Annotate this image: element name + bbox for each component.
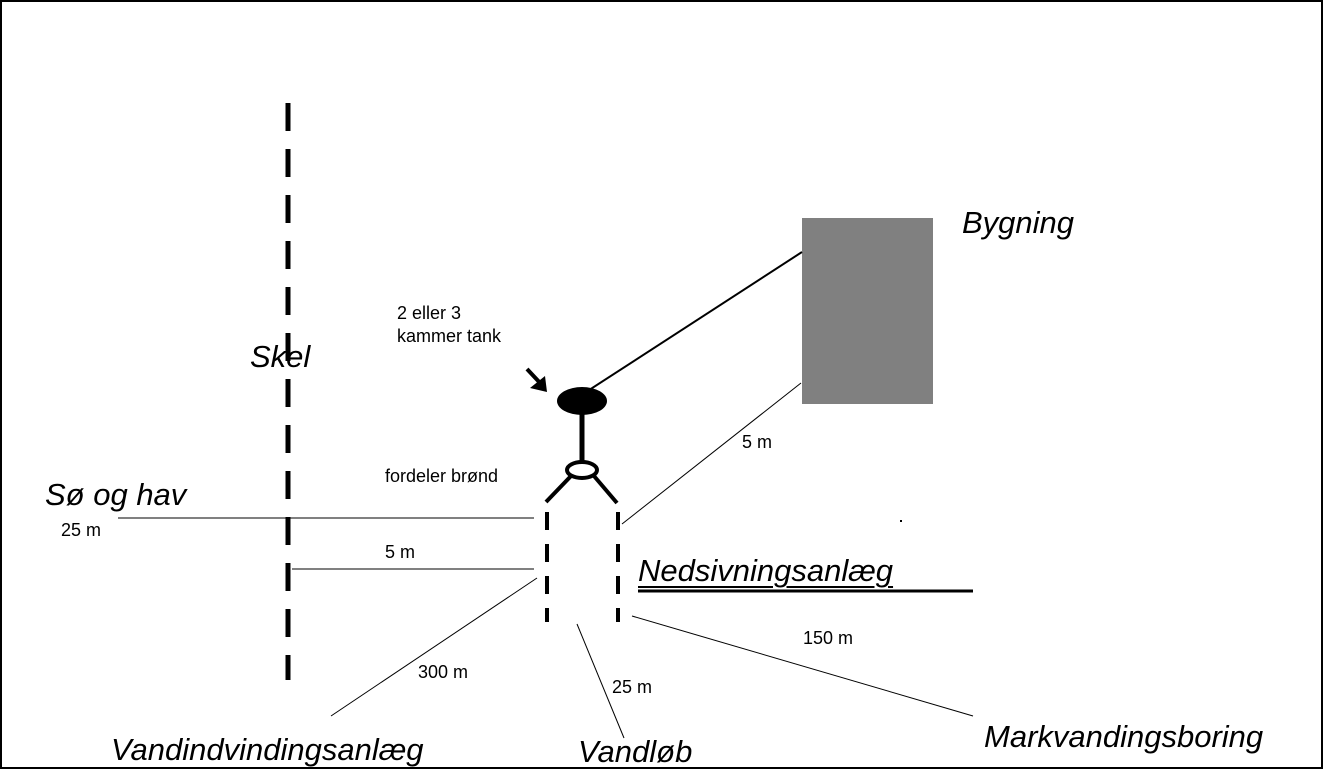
- distance-line-water-supply: [330, 577, 538, 717]
- infiltration-label: Nedsivningsanlæg: [638, 553, 894, 588]
- stream-label: Vandløb: [578, 734, 693, 769]
- distance-boundary: 5 m: [385, 542, 416, 562]
- tank-arrow-head: [530, 376, 547, 392]
- irrigation-well-label: Markvandingsboring: [984, 719, 1264, 754]
- tank-shape: [557, 387, 607, 415]
- distance-line-stream: [576, 623, 625, 739]
- distribution-well-label: fordeler brønd: [385, 466, 499, 486]
- boundary-label: Skel: [250, 339, 311, 374]
- building-label: Bygning: [962, 205, 1075, 240]
- distance-building: 5 m: [742, 432, 773, 452]
- tank-label: 2 eller 3 kammer tank: [397, 303, 502, 347]
- distance-lake-sea: 25 m: [61, 520, 102, 540]
- distance-line-building: [621, 382, 802, 525]
- distribution-well-shape: [565, 460, 599, 480]
- distance-stream: 25 m: [612, 677, 653, 697]
- splitter-right: [592, 474, 619, 505]
- speck: [900, 520, 902, 522]
- lake-sea-label: Sø og hav: [45, 477, 187, 512]
- water-supply-label: Vandindvindingsanlæg: [111, 732, 424, 767]
- distance-water-supply: 300 m: [418, 662, 469, 682]
- distance-line-irrigation: [631, 615, 974, 717]
- distance-irrigation: 150 m: [803, 628, 854, 648]
- splitter-left: [544, 474, 573, 504]
- pipe-building-tank: [582, 251, 803, 395]
- building-shape: [802, 218, 933, 404]
